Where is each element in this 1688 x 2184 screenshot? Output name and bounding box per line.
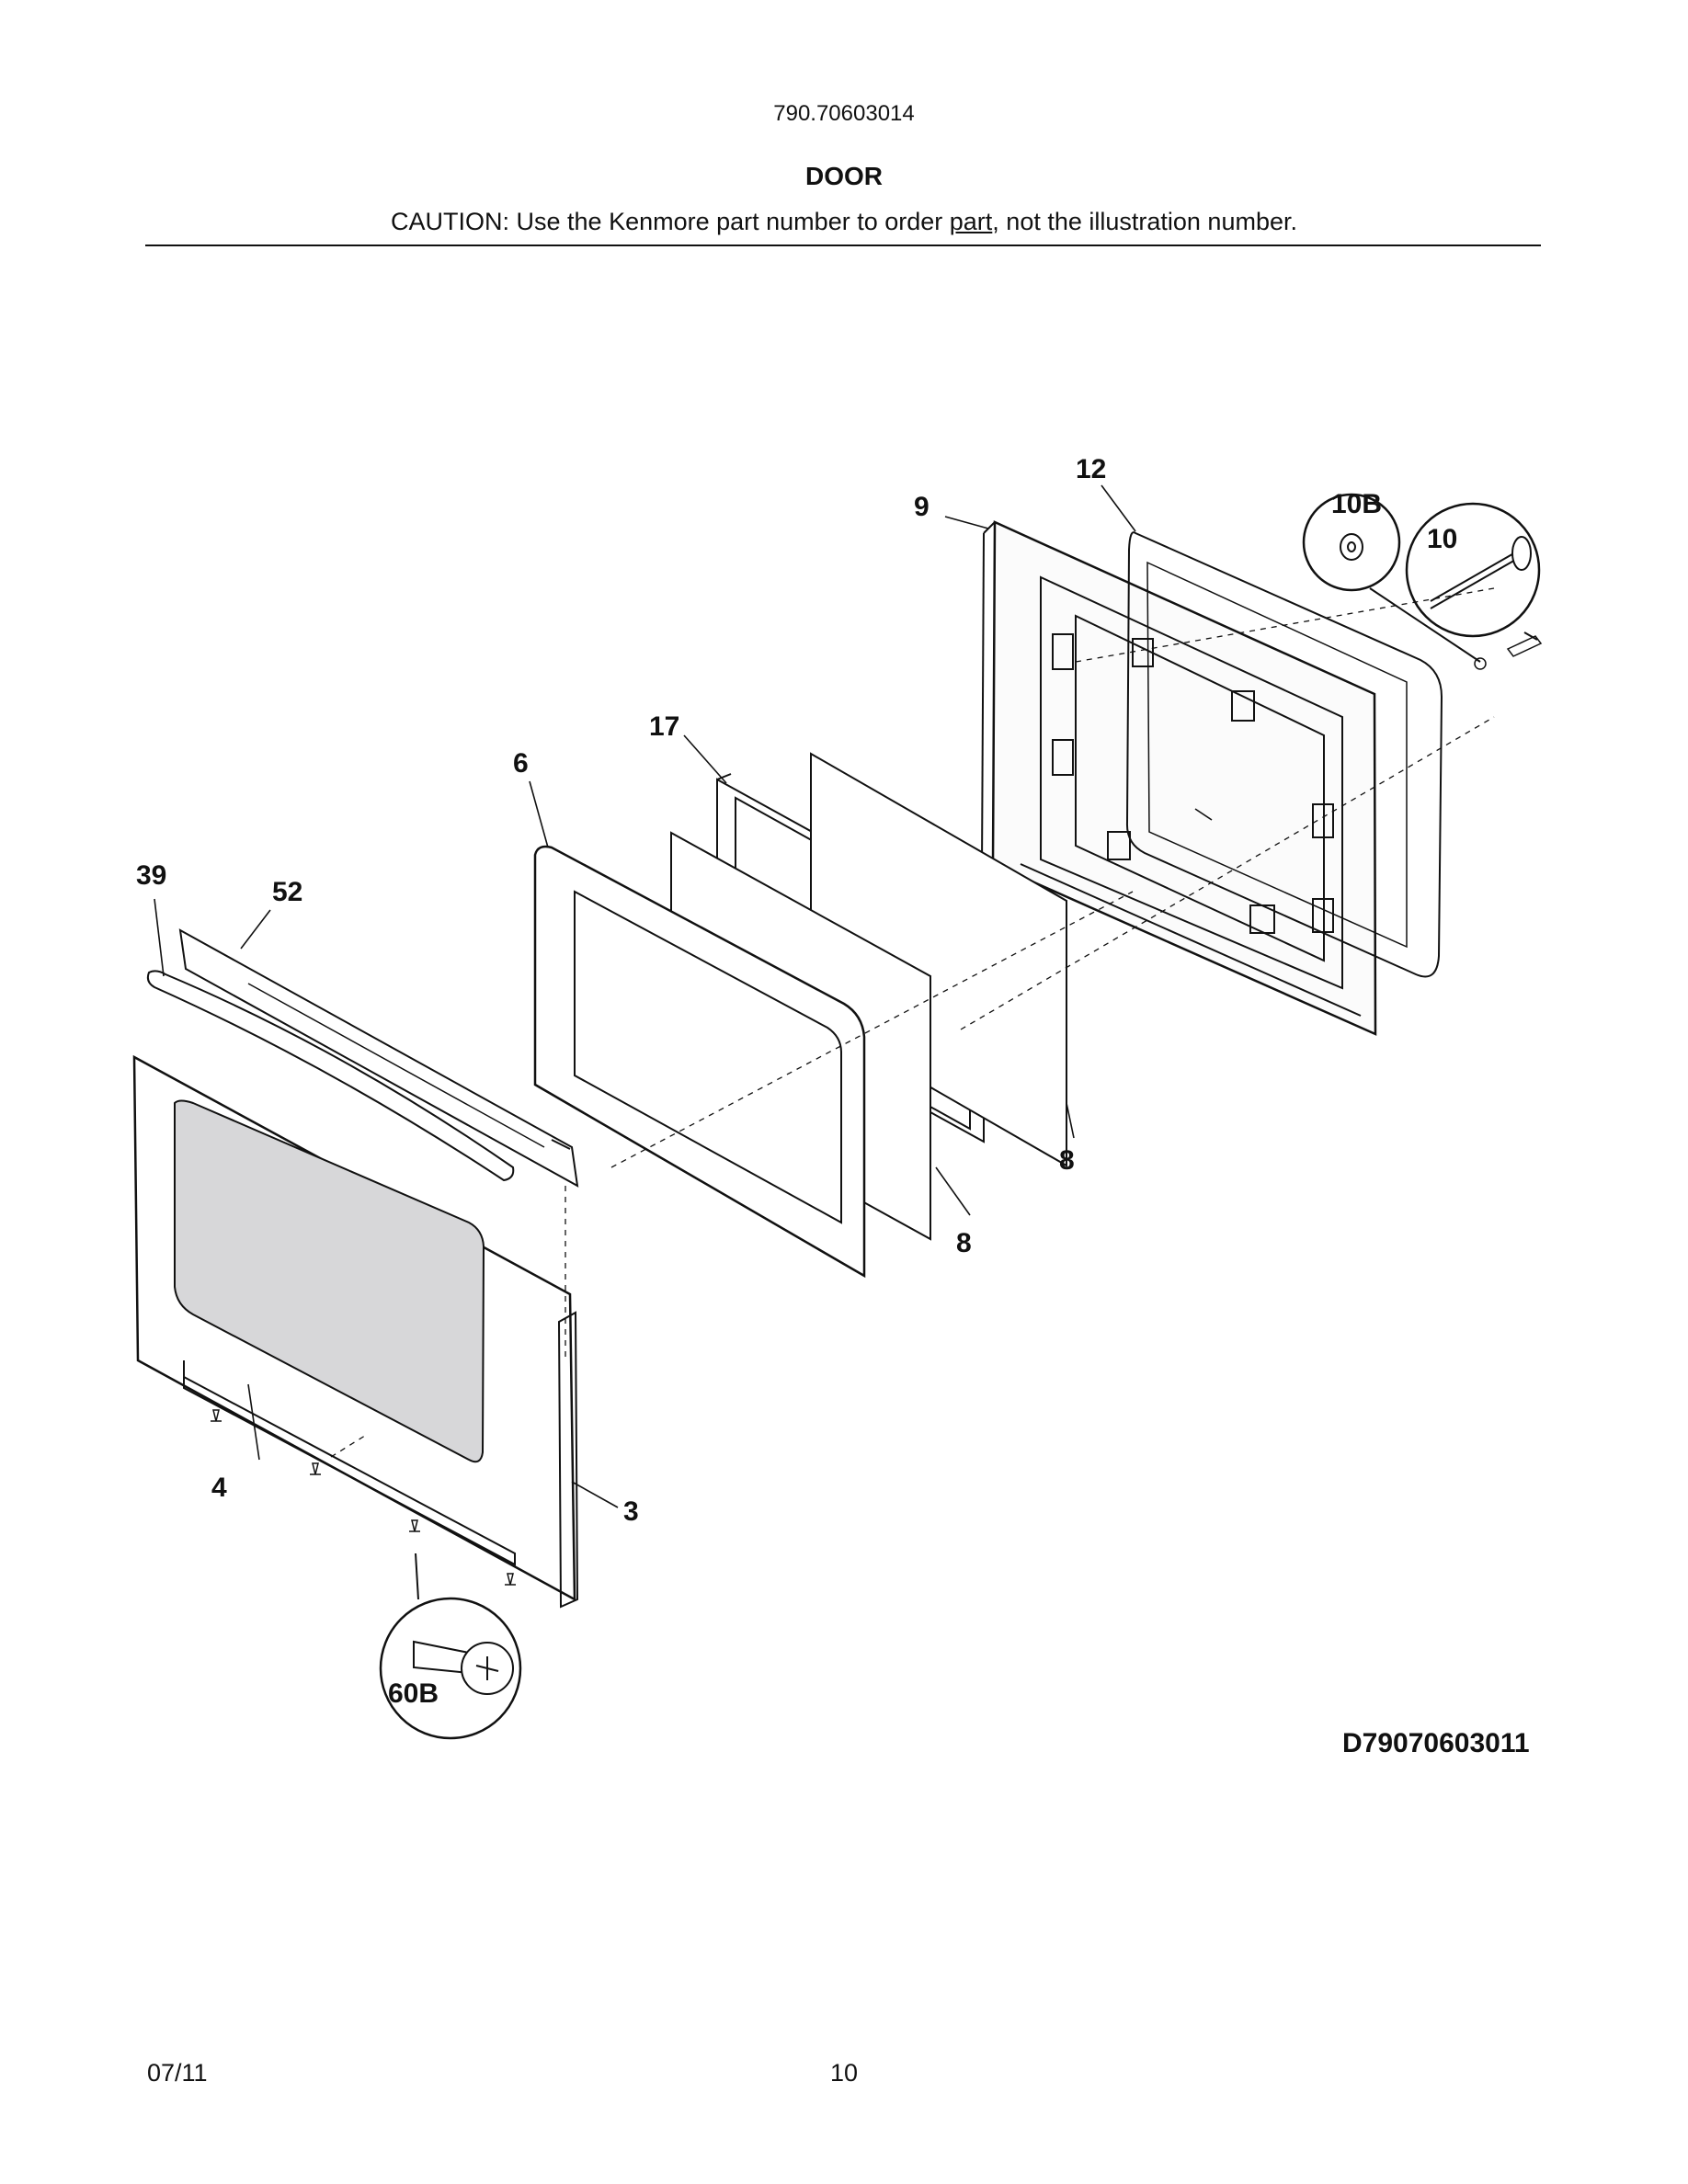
screw-detail	[1405, 502, 1541, 641]
diagram-code: D79070603011	[1342, 1728, 1530, 1758]
callout-52: 52	[272, 877, 302, 907]
callout-4: 4	[211, 1473, 227, 1503]
callout-17: 17	[649, 711, 679, 742]
alignment-lines	[330, 587, 1495, 1458]
inner-door-liner	[981, 520, 1377, 1036]
outer-door-panel	[132, 1054, 579, 1609]
model-number: 790.70603014	[773, 101, 915, 126]
door-gasket	[1125, 531, 1443, 978]
caution-text-end: , not the illustration number.	[992, 208, 1297, 235]
callout-8-lower: 8	[956, 1228, 972, 1258]
callout-3: 3	[623, 1496, 639, 1527]
callout-6: 6	[513, 748, 529, 779]
callout-60b: 60B	[388, 1678, 439, 1709]
callout-10b: 10B	[1331, 489, 1382, 519]
header-rule	[145, 245, 1541, 246]
page-title: DOOR	[805, 162, 883, 190]
door-screws	[211, 635, 1543, 1586]
callout-9: 9	[914, 492, 930, 522]
trim-screw-detail	[379, 1553, 522, 1740]
footer-page-number: 10	[829, 2059, 859, 2087]
caution-note: CAUTION: Use the Kenmore part number to …	[0, 208, 1688, 236]
caution-text-start: CAUTION: Use the Kenmore part number to …	[391, 208, 950, 235]
leader-lines	[154, 484, 1213, 1508]
callout-8-right: 8	[1059, 1145, 1075, 1176]
callout-10: 10	[1427, 524, 1457, 554]
caution-text-underlined: part	[949, 208, 993, 235]
door-handle	[146, 970, 515, 1182]
washer-detail	[1302, 493, 1481, 663]
door-exploded-diagram: 12 9 10B 10 17 6 39 52 8 8 4 3 60B	[132, 454, 1543, 1740]
footer-date: 07/11	[147, 2059, 208, 2087]
door-top-trim	[178, 928, 579, 1188]
callout-12: 12	[1076, 454, 1106, 484]
door-frame	[533, 845, 866, 1279]
callout-39: 39	[136, 860, 166, 891]
